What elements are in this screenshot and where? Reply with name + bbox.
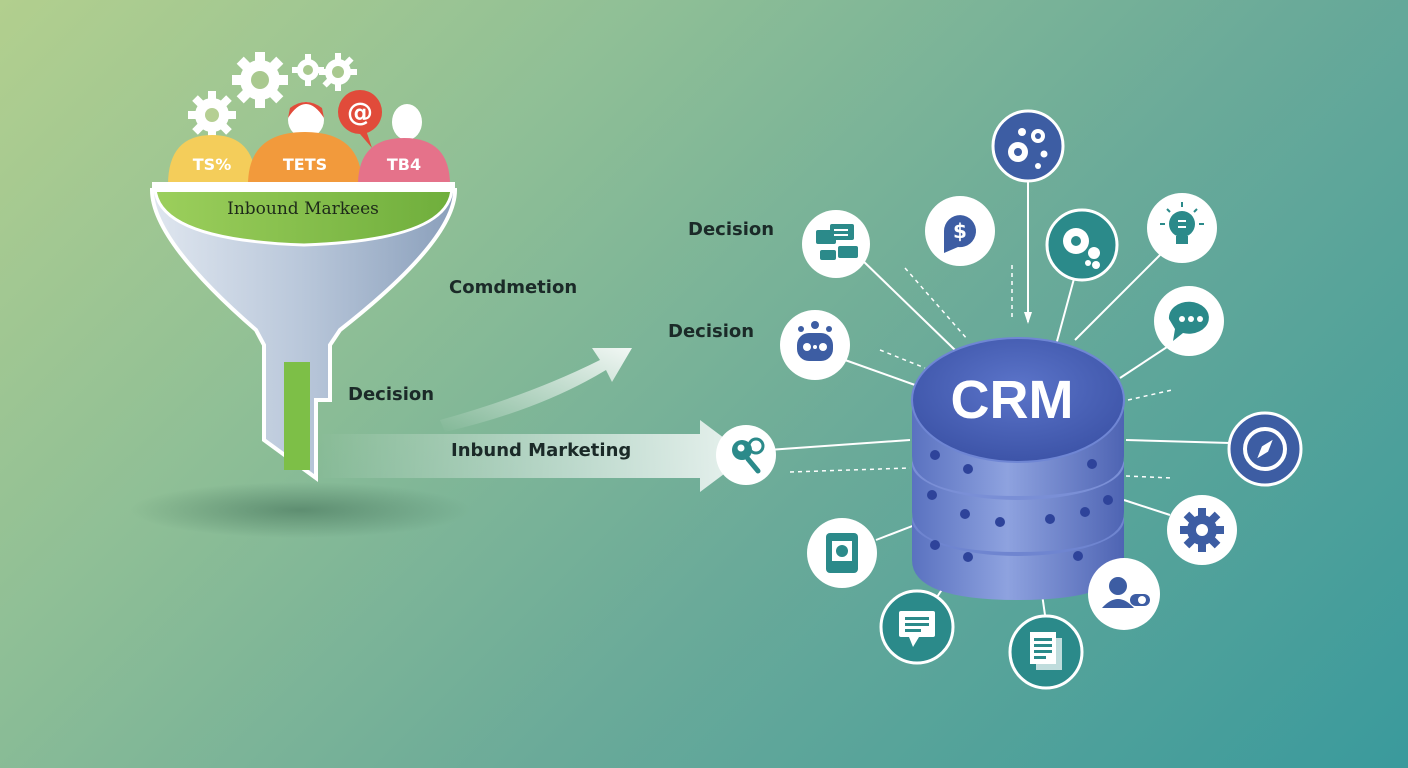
funnel-shadow [130,482,470,538]
funnel [149,182,458,482]
segment-pink [358,138,450,185]
funnel-segments [168,132,450,185]
inbound-arrow [320,420,748,492]
decision-funnel-label: Decision [348,384,435,405]
segment-label: TETS [283,155,327,174]
chat-bubbles-icon [802,210,870,278]
svg-text:$: $ [953,219,967,243]
settings-gear-icon [1167,495,1237,565]
dollar-chat-icon: $ [925,196,995,266]
segment-yellow [168,135,256,185]
crm-database [911,337,1125,600]
crm-title: CRM [951,370,1074,430]
segment-label: TB4 [387,155,421,174]
inbound-marketing-label: Inbund Marketing [451,440,632,461]
speech-dots-icon [1154,286,1224,356]
gears-icon [991,109,1065,183]
comdmetion-label: Comdmetion [449,277,578,298]
funnel-gears-icon [188,52,357,139]
svg-text:@: @ [347,98,373,128]
decision-mid-label: Decision [668,321,755,342]
message-lines-icon [879,589,955,665]
user-toggle-icon [1088,558,1160,630]
dashed-lines [789,265,1173,479]
growth-arrow [440,348,632,432]
person-white-icon [392,104,422,140]
device-icon [807,518,877,588]
person-red-icon [288,102,324,138]
at-sign-icon: @ [338,90,382,148]
decision-top-label: Decision [688,219,775,240]
gear-cluster-icon [1045,208,1119,282]
funnel-rim-label: Inbound Markees [227,199,379,219]
documents-icon [1008,614,1084,690]
lightbulb-icon [1147,193,1217,263]
segment-label: TS% [193,155,231,174]
robot-icon [780,310,850,380]
clock-compass-icon [1227,411,1303,487]
search-people-icon [716,425,776,485]
segment-orange [248,132,362,185]
